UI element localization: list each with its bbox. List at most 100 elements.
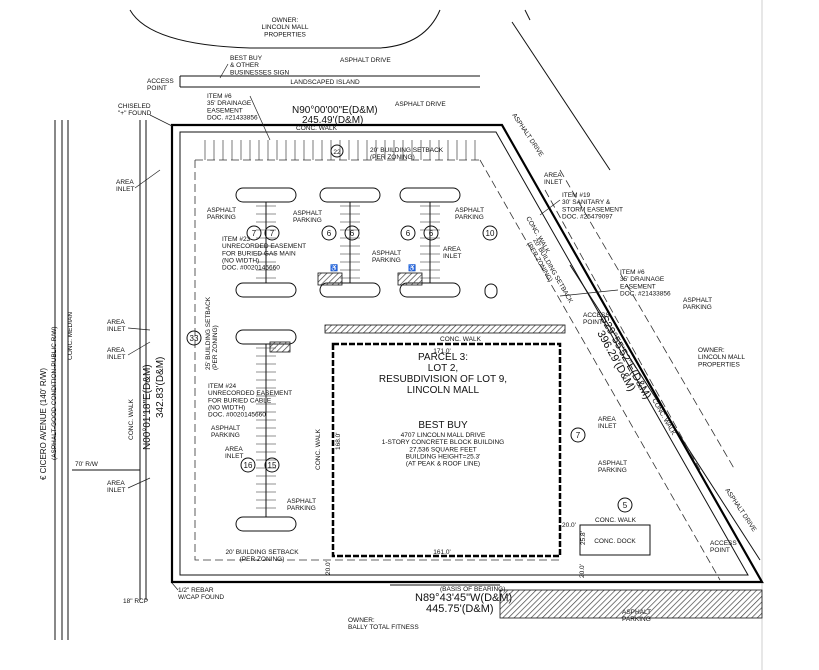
north-distance: 245.49'(D&M) (302, 115, 363, 126)
conc-walk-bldg-west: CONC. WALK (315, 428, 322, 470)
building-name: BEST BUY (418, 420, 468, 431)
stall-count-6b: 6 (350, 229, 355, 238)
landscaped-island-label: LANDSCAPED ISLAND (290, 79, 360, 86)
island-1 (235, 187, 297, 203)
north-building-setback: 20' BUILDING SETBACK(PER ZONING) (370, 147, 444, 161)
island-4 (235, 282, 297, 298)
dim-20b: 20.0' (325, 561, 332, 575)
inner-curb-line (179, 131, 749, 576)
west-bearing: N00°01'18"E(D&M) (142, 364, 153, 450)
hatched-pad-2 (397, 272, 423, 286)
hc-symbol-2: ♿ (408, 264, 416, 272)
west-distance: 342.83'(D&M) (155, 357, 166, 418)
north-parking-stalls (204, 140, 476, 160)
west-building-setback: 25' BUILDING SETBACK(PER ZONING) (205, 296, 219, 370)
diagonal-drive-line-1 (511, 21, 611, 171)
property-boundary (170, 123, 764, 584)
asphalt-drive-ne-label: ASPHALT DRIVE (510, 112, 545, 158)
parking-stall-ticks (256, 205, 440, 509)
owner-south-label: OWNER:BALLY TOTAL FITNESS (348, 617, 419, 631)
row-70-label: 70' R/W (75, 461, 99, 468)
stall-count-7a: 7 (252, 229, 257, 238)
island-2 (319, 187, 381, 203)
conc-walk-west: CONC. WALK (128, 398, 135, 440)
dim-20c: 20.0' (579, 564, 586, 578)
south-bearing: N89°43'45"W(D&M) (415, 592, 512, 604)
parcel-label: PARCEL 3:LOT 2,RESUBDIVISION OF LOT 9,LI… (379, 352, 507, 396)
east-setback-line (479, 159, 721, 581)
cicero-sub-label: (ASPHALT-GOOD CONDITION-PUBLIC R/W) (51, 327, 58, 461)
island-8 (235, 516, 297, 532)
conc-walk-dock: CONC. WALK (595, 517, 637, 524)
stall-count-22: 22 (333, 149, 341, 156)
conc-dock-label: CONC. DOCK (594, 538, 636, 545)
dim-258: 25.8' (580, 531, 587, 545)
cicero-avenue-label: € CICERO AVENUE (140' R/W) (39, 368, 48, 480)
south-distance: 445.75'(D&M) (426, 603, 494, 615)
conc-walk-building: CONC. WALK (440, 336, 482, 343)
hatched-pad-1 (317, 272, 343, 286)
stall-count-16: 16 (244, 461, 253, 470)
stall-count-10: 10 (486, 229, 495, 238)
asphalt-drive-label-2: ASPHALT DRIVE (395, 101, 446, 108)
dim-20a: 20.0' (562, 522, 576, 529)
stall-count-circles: 7 7 6 6 6 6 10 33 16 15 7 5 (186, 225, 633, 513)
conc-walk-se: CONC. WALK (650, 398, 677, 438)
dim-168: 168.0' (335, 432, 342, 450)
conc-dock (579, 524, 651, 556)
stall-count-6a: 6 (327, 229, 332, 238)
hc-symbol-1: ♿ (330, 264, 338, 272)
stall-count-7c: 7 (576, 431, 581, 440)
best-buy-building (331, 342, 562, 558)
conc-walk-north: CONC. WALK (296, 125, 338, 132)
conc-median-label: CONC. MEDIAN (67, 312, 74, 360)
dim-171: 171.0' (433, 348, 451, 355)
stall-count-5: 5 (623, 501, 628, 510)
west-south-setback-line (194, 160, 560, 561)
chiseled-found-label: CHISELED"+" FOUND (118, 103, 152, 117)
south-hatched-curb (499, 589, 763, 619)
hatched-pad-3 (269, 341, 291, 353)
south-basis: (BASIS OF BEARING) (440, 586, 505, 593)
stall-count-6d: 6 (429, 229, 434, 238)
dim-161: 161.0' (433, 549, 451, 556)
stall-count-7b: 7 (270, 229, 275, 238)
island-3 (399, 187, 461, 203)
asphalt-drive-north-label: ASPHALT DRIVE (340, 57, 391, 64)
building-north-hatch (324, 324, 566, 334)
rcp-label: 18" RCP (123, 598, 148, 605)
north-owner-boundary (129, 9, 441, 49)
stall-count-15: 15 (268, 461, 277, 470)
stall-count-6c: 6 (406, 229, 411, 238)
south-building-setback: 20' BUILDING SETBACK(PER ZONING) (225, 549, 299, 563)
